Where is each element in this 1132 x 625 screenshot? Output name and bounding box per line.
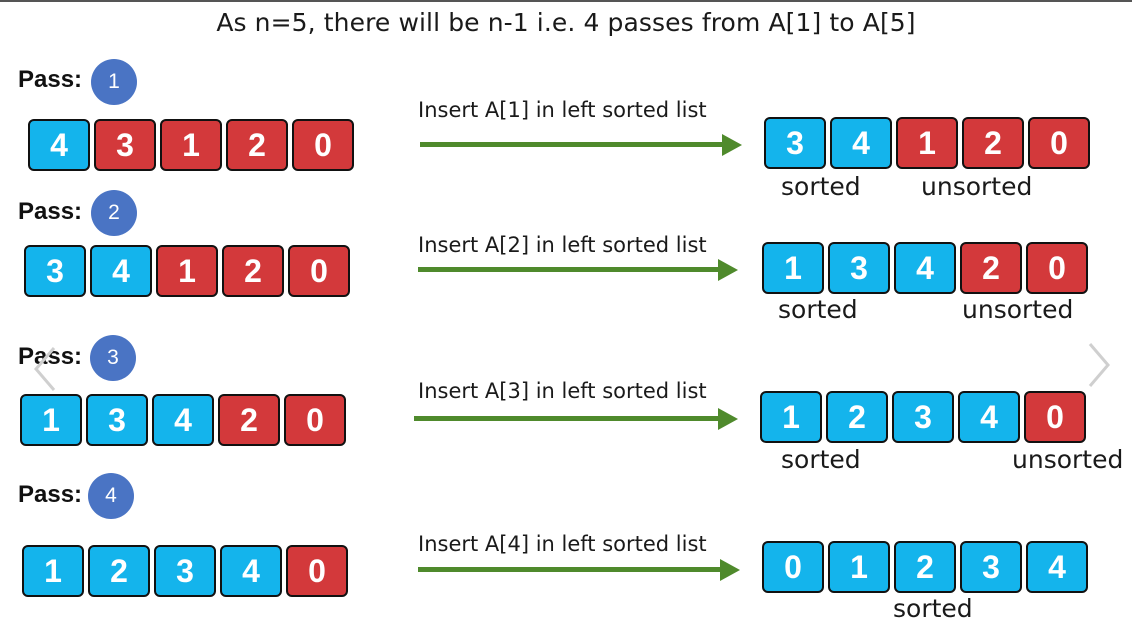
array-cell: 4 bbox=[958, 391, 1020, 443]
top-border bbox=[0, 0, 1132, 2]
array-cell: 2 bbox=[826, 391, 888, 443]
pass-label-3: Pass: bbox=[18, 343, 83, 370]
array-cell: 0 bbox=[288, 245, 350, 297]
pass-badge-1: 1 bbox=[91, 59, 137, 105]
pass-badge-4: 4 bbox=[88, 473, 134, 519]
arrow-right-icon bbox=[420, 134, 742, 156]
array-cell: 4 bbox=[28, 119, 90, 171]
instruction-3: Insert A[3] in left sorted list bbox=[418, 379, 707, 403]
arrow-right-icon bbox=[418, 559, 740, 581]
array-cell: 1 bbox=[760, 391, 822, 443]
array-cell: 0 bbox=[762, 541, 824, 593]
array-cell: 2 bbox=[960, 242, 1022, 294]
array-cell: 1 bbox=[828, 541, 890, 593]
array-cell: 2 bbox=[894, 541, 956, 593]
before-array-1: 4 3 1 2 0 bbox=[28, 119, 354, 171]
before-array-2: 3 4 1 2 0 bbox=[24, 245, 350, 297]
array-cell: 4 bbox=[90, 245, 152, 297]
array-cell: 0 bbox=[284, 394, 346, 446]
array-cell: 0 bbox=[1026, 242, 1088, 294]
before-array-4: 1 2 3 4 0 bbox=[22, 545, 348, 597]
after-array-2: 1 3 4 2 0 bbox=[762, 242, 1088, 294]
chevron-left-icon[interactable] bbox=[30, 344, 60, 394]
pass-label-4: Pass: bbox=[18, 481, 83, 508]
after-array-4: 0 1 2 3 4 bbox=[762, 541, 1088, 593]
chevron-right-icon[interactable] bbox=[1084, 340, 1114, 390]
slide-title: As n=5, there will be n-1 i.e. 4 passes … bbox=[216, 8, 916, 37]
array-cell: 4 bbox=[220, 545, 282, 597]
array-cell: 3 bbox=[764, 117, 826, 169]
array-cell: 0 bbox=[1024, 391, 1086, 443]
instruction-2: Insert A[2] in left sorted list bbox=[418, 233, 707, 257]
array-cell: 0 bbox=[286, 545, 348, 597]
array-cell: 3 bbox=[960, 541, 1022, 593]
arrow-right-icon bbox=[414, 408, 738, 430]
array-cell: 2 bbox=[222, 245, 284, 297]
pass-badge-2: 2 bbox=[91, 190, 137, 236]
unsorted-caption-2: unsorted bbox=[962, 295, 1074, 324]
array-cell: 1 bbox=[20, 394, 82, 446]
pass-badge-3: 3 bbox=[90, 335, 136, 381]
sorted-caption-1: sorted bbox=[781, 172, 861, 201]
pass-label-2: Pass: bbox=[18, 198, 83, 225]
instruction-1: Insert A[1] in left sorted list bbox=[418, 98, 707, 122]
array-cell: 1 bbox=[22, 545, 84, 597]
before-array-3: 1 3 4 2 0 bbox=[20, 394, 346, 446]
array-cell: 4 bbox=[830, 117, 892, 169]
array-cell: 1 bbox=[896, 117, 958, 169]
unsorted-caption-1: unsorted bbox=[921, 172, 1033, 201]
array-cell: 3 bbox=[24, 245, 86, 297]
array-cell: 3 bbox=[828, 242, 890, 294]
array-cell: 2 bbox=[962, 117, 1024, 169]
array-cell: 4 bbox=[894, 242, 956, 294]
array-cell: 2 bbox=[218, 394, 280, 446]
array-cell: 0 bbox=[1028, 117, 1090, 169]
array-cell: 3 bbox=[94, 119, 156, 171]
after-array-1: 3 4 1 2 0 bbox=[764, 117, 1090, 169]
instruction-4: Insert A[4] in left sorted list bbox=[418, 532, 707, 556]
array-cell: 1 bbox=[156, 245, 218, 297]
sorted-caption-3: sorted bbox=[781, 445, 861, 474]
pass-label-1: Pass: bbox=[18, 66, 83, 93]
array-cell: 2 bbox=[88, 545, 150, 597]
sorted-caption-4: sorted bbox=[893, 594, 973, 623]
array-cell: 2 bbox=[226, 119, 288, 171]
array-cell: 4 bbox=[152, 394, 214, 446]
unsorted-caption-3: unsorted bbox=[1012, 445, 1124, 474]
array-cell: 4 bbox=[1026, 541, 1088, 593]
array-cell: 1 bbox=[762, 242, 824, 294]
sorted-caption-2: sorted bbox=[778, 295, 858, 324]
array-cell: 3 bbox=[892, 391, 954, 443]
array-cell: 1 bbox=[160, 119, 222, 171]
array-cell: 3 bbox=[154, 545, 216, 597]
array-cell: 0 bbox=[292, 119, 354, 171]
after-array-3: 1 2 3 4 0 bbox=[760, 391, 1086, 443]
arrow-right-icon bbox=[418, 259, 738, 281]
array-cell: 3 bbox=[86, 394, 148, 446]
